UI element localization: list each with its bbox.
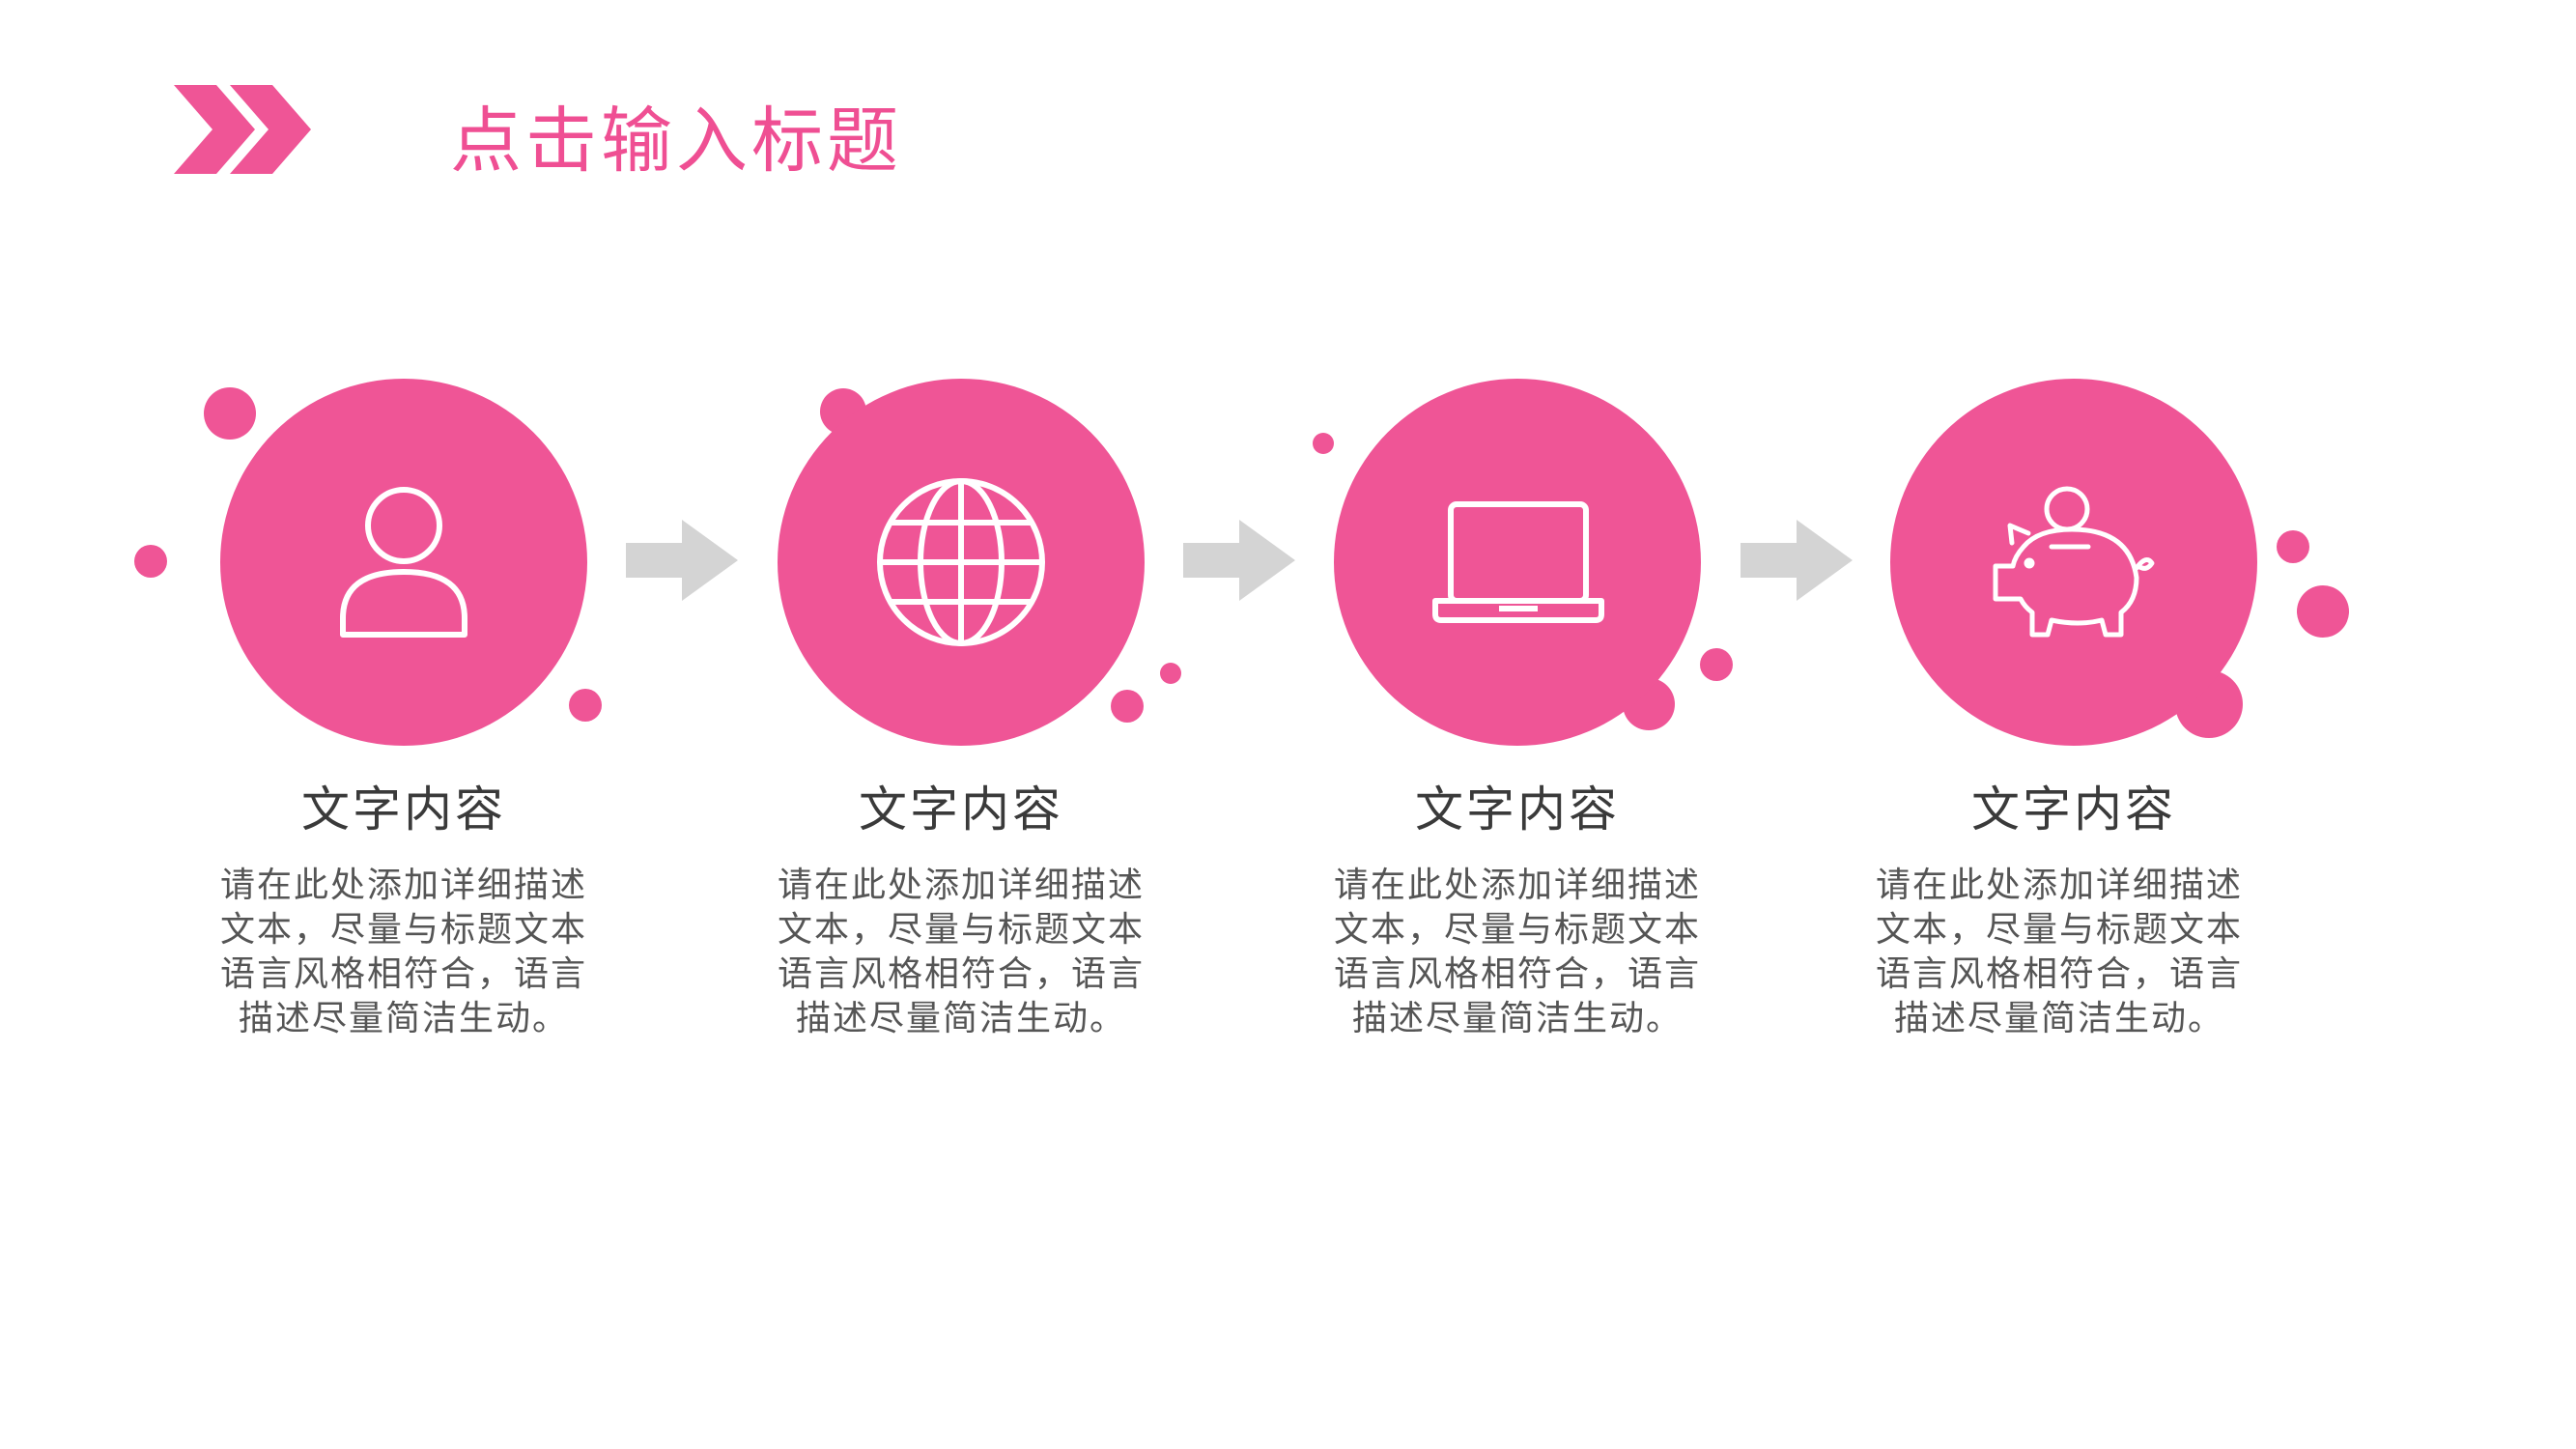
decor-dot xyxy=(1700,648,1733,681)
step-title: 文字内容 xyxy=(301,781,506,838)
decor-dot xyxy=(1160,663,1181,684)
step-description-line: 文本，尽量与标题文本 xyxy=(1875,910,2243,950)
arrow-right-icon xyxy=(626,520,738,601)
step-description-line: 语言风格相符合，语言 xyxy=(1333,954,1701,994)
step-description-line: 描述尽量简洁生动。 xyxy=(238,999,569,1038)
decor-dot xyxy=(204,387,256,440)
step-title: 文字内容 xyxy=(1971,781,2176,838)
chevrons-icon xyxy=(174,85,311,174)
step-description-line: 请在此处添加详细描述 xyxy=(1333,866,1701,905)
step-circle-4 xyxy=(1890,379,2257,746)
step-description-line: 文本，尽量与标题文本 xyxy=(219,910,587,950)
laptop-icon xyxy=(1432,501,1604,623)
step-description: 请在此处添加详细描述 文本，尽量与标题文本 语言风格相符合，语言 描述尽量简洁生… xyxy=(1305,864,1730,1041)
step-title: 文字内容 xyxy=(1415,781,1620,838)
decor-dot xyxy=(134,545,167,578)
step-description-line: 语言风格相符合，语言 xyxy=(219,954,587,994)
step-circle-3 xyxy=(1334,379,1701,746)
decor-dot xyxy=(569,689,602,722)
step-description-line: 描述尽量简洁生动。 xyxy=(795,999,1126,1038)
decor-dot xyxy=(2297,585,2349,638)
decor-dot xyxy=(1111,690,1144,723)
step-description-line: 描述尽量简洁生动。 xyxy=(1893,999,2224,1038)
decor-dot xyxy=(2277,530,2309,563)
step-description-line: 文本，尽量与标题文本 xyxy=(777,910,1145,950)
step-description-line: 语言风格相符合，语言 xyxy=(1875,954,2243,994)
arrow-right-icon xyxy=(1741,520,1853,601)
decor-dot xyxy=(1313,433,1334,454)
step-description-line: 语言风格相符合，语言 xyxy=(777,954,1145,994)
arrow-right-icon xyxy=(1183,520,1295,601)
step-description-line: 请在此处添加详细描述 xyxy=(1875,866,2243,905)
step-description-line: 请在此处添加详细描述 xyxy=(777,866,1145,905)
step-description: 请在此处添加详细描述 文本，尽量与标题文本 语言风格相符合，语言 描述尽量简洁生… xyxy=(749,864,1174,1041)
piggy-bank-icon xyxy=(1993,486,2155,638)
step-description: 请在此处添加详细描述 文本，尽量与标题文本 语言风格相符合，语言 描述尽量简洁生… xyxy=(1847,864,2272,1041)
globe-icon xyxy=(877,478,1045,646)
page-title: 点击输入标题 xyxy=(450,99,902,183)
step-description-line: 请在此处添加详细描述 xyxy=(219,866,587,905)
step-description: 请在此处添加详细描述 文本，尽量与标题文本 语言风格相符合，语言 描述尽量简洁生… xyxy=(191,864,616,1041)
user-icon xyxy=(340,487,467,638)
step-description-line: 描述尽量简洁生动。 xyxy=(1351,999,1683,1038)
step-title: 文字内容 xyxy=(859,781,1063,838)
step-description-line: 文本，尽量与标题文本 xyxy=(1333,910,1701,950)
